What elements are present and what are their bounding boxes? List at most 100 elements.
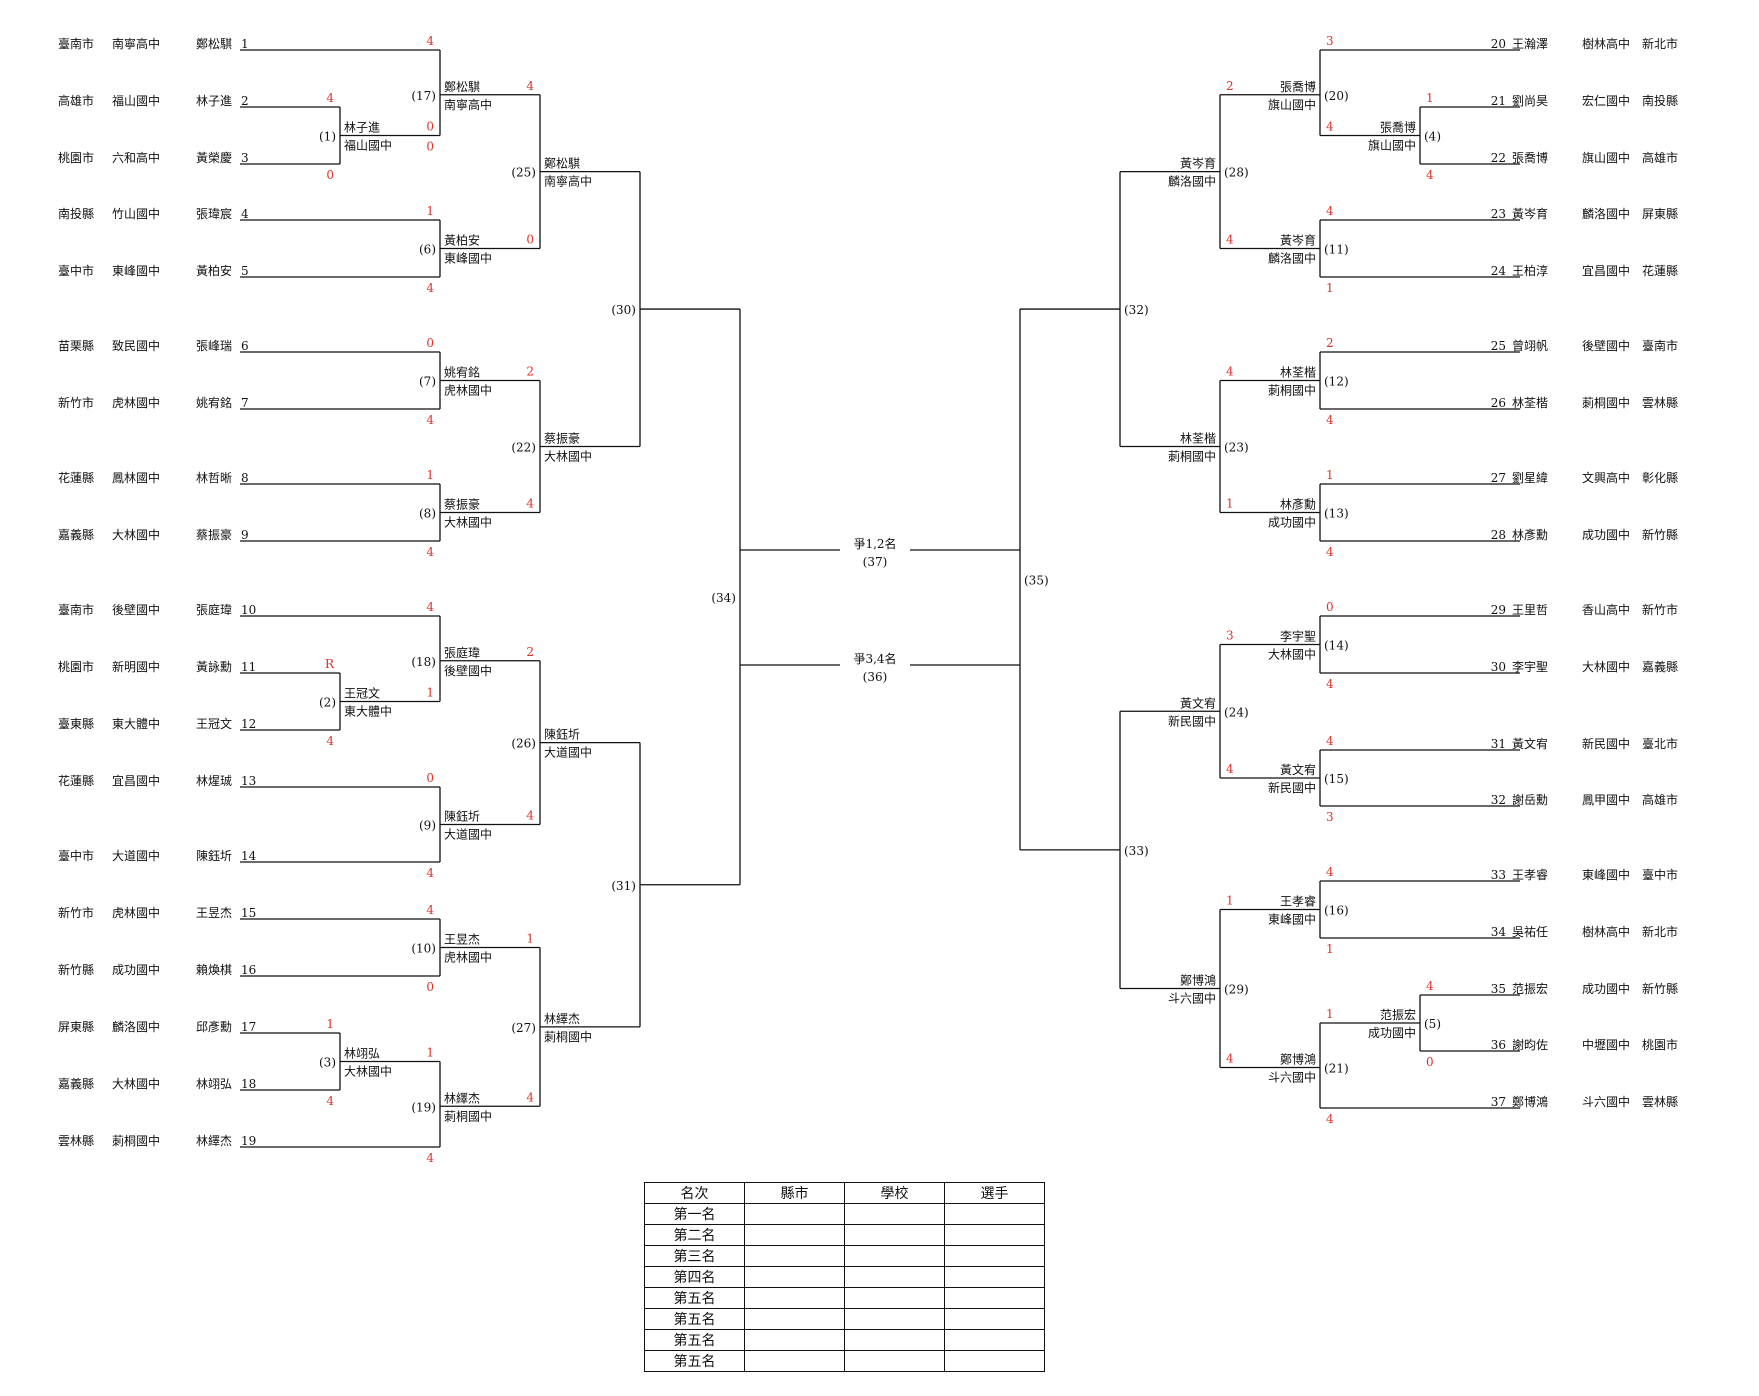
entrant-school: 東峰國中 [1582,867,1630,882]
entrant-city: 嘉義縣 [1642,659,1678,674]
entrant-seed: 37 [1491,1095,1506,1109]
entrant-school: 麟洛國中 [1582,206,1630,221]
match-winner-name: 蔡振豪 [544,431,580,446]
match-winner-name: 林繹杰 [444,1090,480,1105]
score-bottom: 4 [326,1094,334,1108]
entrant-school: 中壢國中 [1582,1037,1630,1052]
entrant-city: 桃園市 [58,659,94,674]
entrant-name: 劉星緯 [1512,470,1548,485]
entrant-seed: 21 [1491,94,1506,108]
match-winner-school: 東大體中 [344,704,392,719]
match-winner-name: 范振宏 [1380,1007,1416,1022]
header-city: 縣市 [744,1182,845,1204]
match-number: (6) [419,243,436,257]
entrant-seed: 33 [1491,868,1506,882]
entrant-school: 福山國中 [112,93,160,108]
entrant-city: 新北市 [1642,36,1678,51]
entrant-city: 新竹市 [1642,602,1678,617]
final-match-number: (37) [863,555,888,569]
match-winner-name: 鄭松騏 [444,79,480,94]
match-number: (23) [1224,441,1249,455]
entrant-seed: 36 [1491,1038,1506,1052]
entrant-seed: 12 [241,717,256,731]
entrant-name: 曾翊帆 [1512,338,1548,353]
standings-row: 第三名 [644,1245,1045,1267]
match-winner-name: 黃文宥 [1180,695,1216,710]
score-top: 4 [426,600,434,614]
match-winner-school: 新民國中 [1268,780,1316,795]
entrant-city: 臺中市 [58,848,94,863]
player-cell [944,1266,1045,1288]
entrant-school: 成功國中 [1582,981,1630,996]
score-top: 0 [426,771,434,785]
entrant-name: 鄭松騏 [196,36,232,51]
entrant-school: 虎林國中 [112,395,160,410]
rank-cell: 第五名 [644,1308,745,1330]
school-cell [844,1329,945,1351]
score-out: 4 [1226,762,1234,776]
entrant-city: 花蓮縣 [58,773,94,788]
score-top: 1 [1326,468,1334,482]
score-bottom: 4 [426,545,434,559]
entrant-school: 成功國中 [112,962,160,977]
match-winner-name: 王昱杰 [444,933,480,947]
match-winner-name: 王冠文 [344,686,380,701]
rank-cell: 第五名 [644,1329,745,1351]
score-out: 1 [426,686,434,700]
header-player: 選手 [944,1182,1045,1204]
entrant-school: 莿桐國中 [112,1133,160,1148]
rank-cell: 第四名 [644,1266,745,1288]
player-cell [944,1203,1045,1225]
match-number: (14) [1324,639,1349,653]
rank-cell: 第三名 [644,1245,745,1267]
match-winner-name: 陳鈺圻 [544,727,580,742]
city-cell [744,1245,845,1267]
match-winner-school: 旗山國中 [1368,138,1416,153]
score-top: 1 [426,204,434,218]
entrant-seed: 14 [241,849,257,863]
entrant-seed: 30 [1491,660,1506,674]
entrant-seed: 19 [241,1134,256,1148]
match-winner-name: 蔡振豪 [444,497,480,512]
entrant-name: 謝岳勳 [1512,792,1548,807]
entrant-name: 林哲晰 [196,471,232,485]
entrant-city: 嘉義縣 [58,527,94,542]
score-bottom: 0 [426,140,434,154]
entrant-city: 臺南市 [58,602,94,617]
standings-row: 第一名 [644,1203,1045,1225]
match-winner-school: 旗山國中 [1268,97,1316,112]
school-cell [844,1266,945,1288]
school-cell [844,1224,945,1246]
entrant-name: 黃榮慶 [196,151,232,165]
entrant-school: 成功國中 [1582,527,1630,542]
standings-row: 第四名 [644,1266,1045,1288]
entrant-seed: 13 [241,774,256,788]
match-winner-school: 麟洛國中 [1168,174,1216,189]
match-number: (24) [1224,705,1249,719]
entrant-city: 高雄市 [1642,792,1678,807]
entrant-name: 黃柏安 [196,263,232,278]
entrant-name: 蔡振豪 [196,527,232,542]
entrant-seed: 3 [241,151,249,165]
match-winner-name: 黃岑育 [1180,156,1216,171]
match-winner-school: 東峰國中 [444,251,492,266]
match-winner-school: 麟洛國中 [1268,251,1316,266]
entrant-city: 花蓮縣 [1642,263,1678,278]
score-out: 4 [1226,365,1234,379]
entrant-city: 新竹市 [58,395,94,410]
match-winner-school: 大林國中 [344,1064,392,1079]
score-bottom: 1 [1326,281,1334,295]
score-out: 4 [526,79,534,93]
match-number: (28) [1224,166,1249,180]
match-winner-name: 鄭博鴻 [1180,973,1216,988]
entrant-city: 臺南市 [1642,338,1678,353]
player-cell [944,1329,1045,1351]
match-number: (10) [411,942,436,956]
match-winner-school: 南寧高中 [544,174,592,189]
entrant-city: 臺南市 [58,36,94,51]
entrant-school: 六和高中 [112,150,160,165]
standings-header-row: 名次 縣市 學校 選手 [644,1182,1045,1204]
entrant-seed: 2 [241,94,249,108]
entrant-city: 桃園市 [1642,1037,1678,1052]
